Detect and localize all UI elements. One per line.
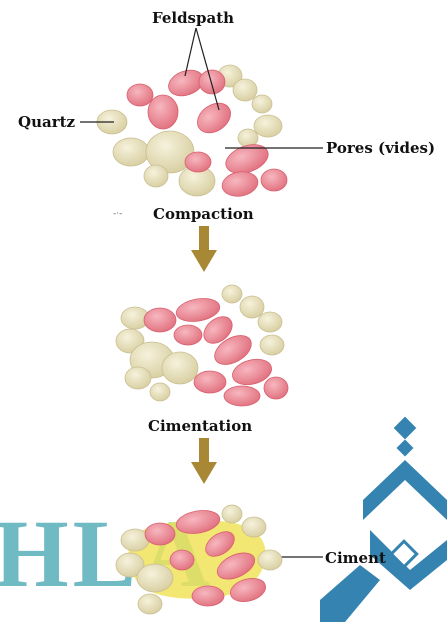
- label-quartz: Quartz: [18, 113, 75, 131]
- feldspath-grain: [220, 169, 260, 199]
- quartz-grain: [137, 564, 173, 592]
- quartz-grain: [150, 383, 170, 401]
- quartz-grain: [113, 138, 149, 166]
- feldspath-grain: [174, 325, 202, 345]
- quartz-grain: [222, 285, 242, 303]
- feldspath-grain: [192, 586, 224, 606]
- quartz-grain: [258, 550, 282, 570]
- feldspath-grain: [185, 152, 211, 172]
- quartz-grain: [222, 505, 242, 523]
- feldspath-grain: [170, 550, 194, 570]
- quartz-grain: [240, 296, 264, 318]
- quartz-grain: [138, 594, 162, 614]
- grains-stage-compacted: [116, 285, 288, 406]
- label-pores: Pores (vides): [326, 139, 435, 157]
- feldspath-grain: [199, 70, 225, 94]
- quartz-grain: [233, 79, 257, 101]
- process-arrows: [191, 226, 217, 484]
- quartz-grain: [144, 165, 168, 187]
- quartz-grain: [162, 352, 198, 384]
- label-compaction: Compaction: [153, 205, 254, 223]
- feldspath-grain: [224, 386, 260, 406]
- arrow-compaction: [191, 226, 217, 272]
- stray-mark: -·-: [113, 209, 122, 219]
- feldspath-grain: [148, 95, 178, 129]
- watermark-logo: [320, 417, 447, 622]
- label-cimentation: Cimentation: [148, 417, 252, 435]
- quartz-grain: [252, 95, 272, 113]
- label-ciment: Ciment: [325, 549, 386, 567]
- feldspath-leader-2: [196, 28, 219, 110]
- quartz-grain: [254, 115, 282, 137]
- quartz-grain: [260, 335, 284, 355]
- grains-stage-loose: [97, 65, 287, 199]
- quartz-grain: [242, 517, 266, 537]
- feldspath-grain: [144, 308, 176, 332]
- quartz-grain: [258, 312, 282, 332]
- feldspath-grain: [194, 371, 226, 393]
- feldspath-grain: [261, 169, 287, 191]
- feldspath-grain: [192, 97, 236, 139]
- label-feldspath: Feldspath: [152, 9, 234, 27]
- feldspath-grain: [145, 523, 175, 545]
- feldspath-grain: [264, 377, 288, 399]
- feldspath-grain: [127, 84, 153, 106]
- feldspath-leader-1: [185, 28, 196, 76]
- quartz-grain: [125, 367, 151, 389]
- arrow-cimentation: [191, 438, 217, 484]
